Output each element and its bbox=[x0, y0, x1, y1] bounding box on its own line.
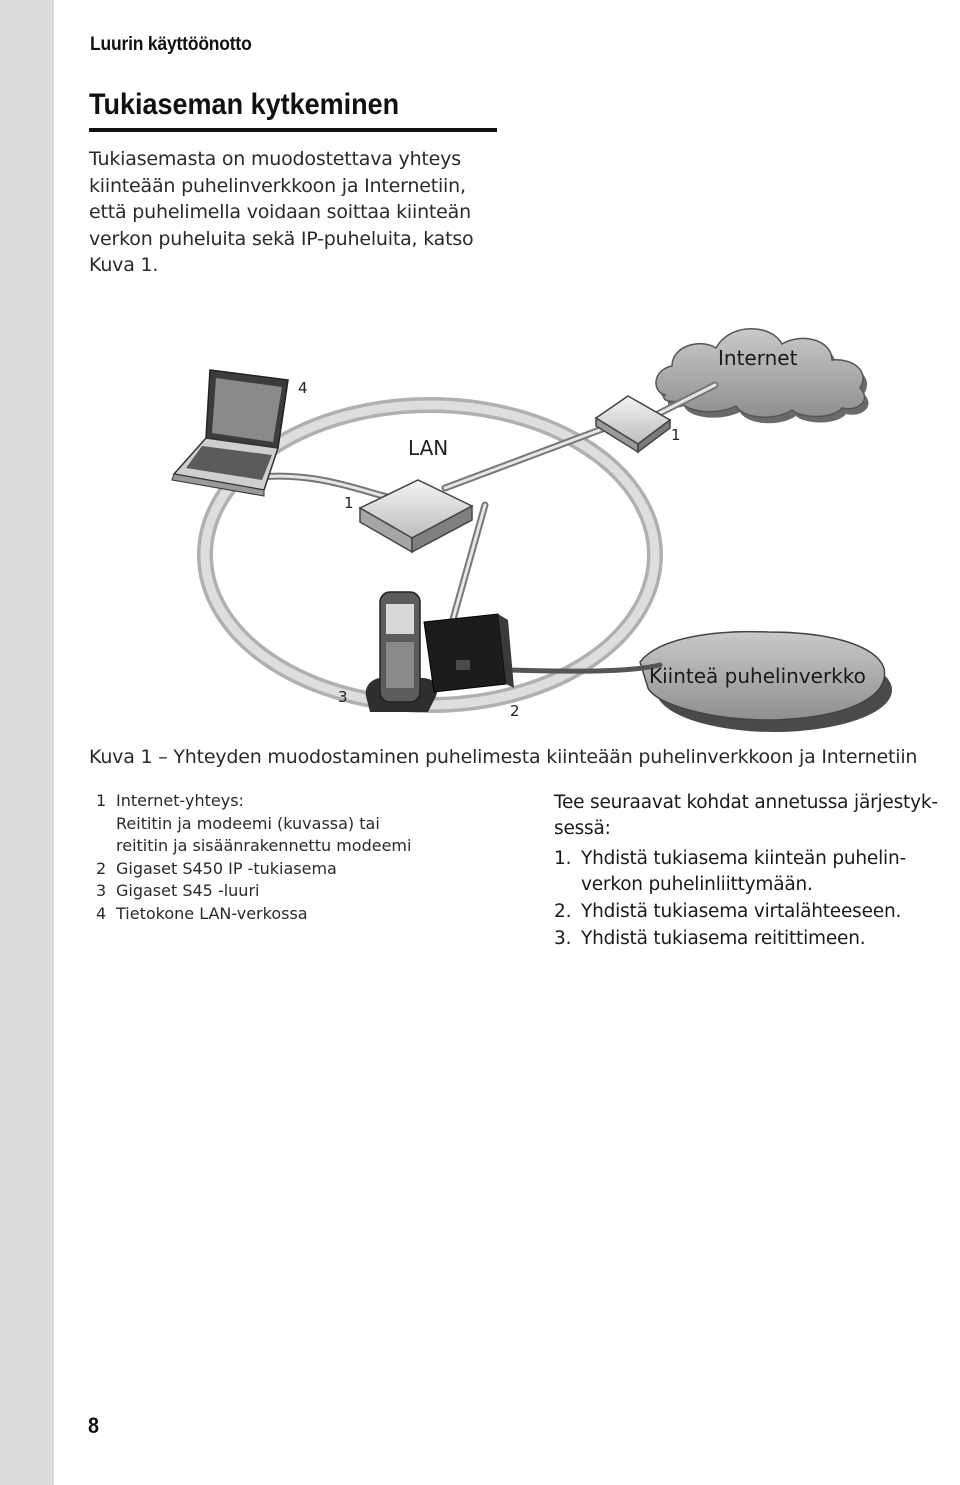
step-item: 2. Yhdistä tukiasema virtalähteeseen. bbox=[554, 899, 944, 925]
step-number: 3. bbox=[554, 928, 572, 949]
cables bbox=[256, 381, 719, 674]
step-item: 1. Yhdistä tukiasema kiinteän puhelin-ve… bbox=[554, 846, 944, 898]
callout-number-laptop: 4 bbox=[298, 379, 308, 397]
step-text: Yhdistä tukiasema kiinteän puhelin-verko… bbox=[581, 848, 906, 895]
legend-text: Tietokone LAN-verkossa bbox=[116, 903, 308, 923]
callout-number-router: 1 bbox=[671, 426, 681, 444]
page-title: Tukiaseman kytkeminen bbox=[89, 88, 400, 121]
router-icon bbox=[594, 395, 672, 454]
legend-number: 1 bbox=[96, 791, 107, 810]
legend-item: 4 Tietokone LAN-verkossa bbox=[96, 903, 411, 926]
callout-number-handset: 3 bbox=[338, 688, 348, 706]
laptop-icon bbox=[171, 369, 289, 497]
lan-label: LAN bbox=[408, 436, 449, 460]
step-number: 1. bbox=[554, 848, 572, 869]
fixed-network-oval bbox=[639, 630, 892, 732]
legend-text: Internet-yhteys: Reititin ja modeemi (ku… bbox=[116, 791, 412, 855]
legend-item: 1 Internet-yhteys: Reititin ja modeemi (… bbox=[96, 790, 411, 858]
steps-list: 1. Yhdistä tukiasema kiinteän puhelin-ve… bbox=[554, 846, 944, 952]
callout-number-modem: 1 bbox=[344, 494, 354, 512]
instruction-steps: Tee seuraavat kohdat annetussa järjestyk… bbox=[554, 790, 944, 953]
internet-label: Internet bbox=[718, 346, 798, 370]
step-text: Yhdistä tukiasema reitittimeen. bbox=[581, 928, 866, 949]
section-label: Luurin käyttöönotto bbox=[90, 34, 252, 55]
legend-item: 2 Gigaset S450 IP -tukiasema bbox=[96, 858, 411, 881]
cloud-icon bbox=[655, 328, 869, 424]
figure-legend: 1 Internet-yhteys: Reititin ja modeemi (… bbox=[96, 790, 411, 925]
legend-item: 3 Gigaset S45 -luuri bbox=[96, 880, 411, 903]
diagram-artwork bbox=[171, 328, 892, 732]
title-rule bbox=[89, 128, 497, 132]
legend-text: Gigaset S45 -luuri bbox=[116, 881, 260, 900]
legend-number: 4 bbox=[96, 903, 107, 923]
steps-intro: Tee seuraavat kohdat annetussa järjestyk… bbox=[554, 792, 938, 839]
step-text: Yhdistä tukiasema virtalähteeseen. bbox=[581, 901, 902, 922]
page-number: 8 bbox=[88, 1413, 100, 1438]
legend-number: 3 bbox=[96, 881, 107, 900]
base-station-icon bbox=[423, 613, 514, 693]
intro-paragraph: Tukiasemasta on muodostettava yhteys kii… bbox=[89, 148, 474, 276]
step-number: 2. bbox=[554, 901, 572, 922]
step-item: 3. Yhdistä tukiasema reitittimeen. bbox=[554, 926, 944, 952]
callout-number-base: 2 bbox=[510, 702, 520, 720]
fixed-network-label: Kiinteä puhelinverkko bbox=[649, 664, 866, 688]
network-diagram: Internet LAN Kiinteä puhelinverkko 4 1 1… bbox=[160, 300, 920, 740]
legend-text: Gigaset S450 IP -tukiasema bbox=[116, 858, 337, 878]
modem-icon bbox=[358, 479, 474, 554]
page-margin-strip bbox=[0, 0, 54, 1485]
legend-number: 2 bbox=[96, 858, 107, 878]
figure-caption: Kuva 1 – Yhteyden muodostaminen puhelime… bbox=[89, 746, 918, 768]
handset-icon bbox=[365, 591, 438, 712]
